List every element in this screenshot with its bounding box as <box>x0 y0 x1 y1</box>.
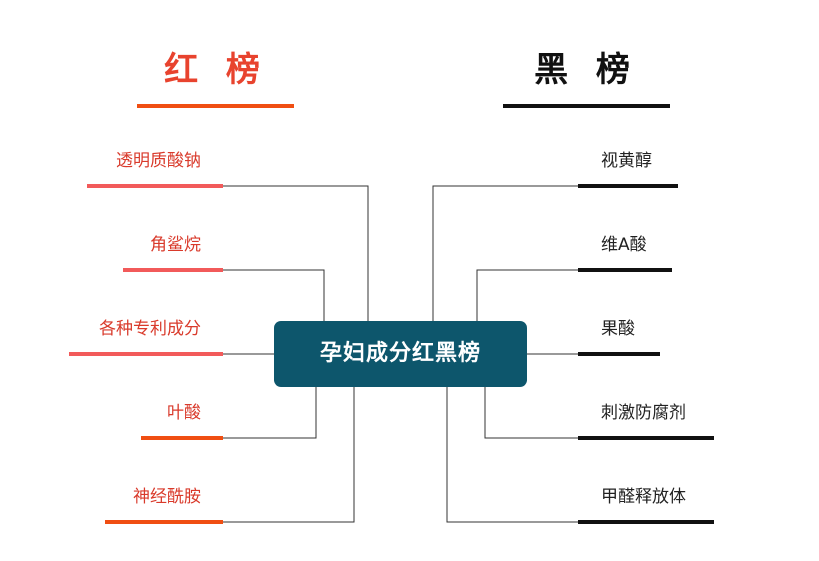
red-item-4-label: 叶酸 <box>167 403 201 423</box>
red-item-3-label: 各种专利成分 <box>99 319 201 339</box>
black-item-1-label: 视黄醇 <box>601 151 652 171</box>
connector-red-5 <box>223 387 355 523</box>
black-item-3-underline <box>578 352 660 356</box>
black-item-2-label: 维A酸 <box>601 235 647 255</box>
black-list-heading-underline <box>503 104 670 108</box>
red-item-2-label: 角鲨烷 <box>150 235 201 255</box>
black-item-5-underline <box>578 520 714 524</box>
black-item-5-label: 甲醛释放体 <box>601 487 686 507</box>
red-item-2-underline <box>123 268 223 272</box>
red-item-5-label: 神经酰胺 <box>133 487 201 507</box>
connector-black-1 <box>432 185 578 321</box>
black-item-3-label: 果酸 <box>601 319 635 339</box>
black-item-2-underline <box>578 268 672 272</box>
red-list-heading-underline <box>137 104 294 108</box>
red-item-3-underline <box>69 352 223 356</box>
black-item-4-underline <box>578 436 714 440</box>
connector-black-5 <box>446 387 578 523</box>
red-item-1-label: 透明质酸钠 <box>116 151 201 171</box>
connector-black-4 <box>484 387 578 439</box>
connector-red-1 <box>223 185 369 321</box>
red-item-1-underline <box>87 184 223 188</box>
red-item-5-underline <box>105 520 223 524</box>
center-node: 孕妇成分红黑榜 <box>274 321 527 387</box>
red-item-4-underline <box>141 436 223 440</box>
connector-black-2 <box>476 269 578 321</box>
black-list-heading: 黑 榜 <box>534 50 638 90</box>
connector-red-2 <box>223 269 325 321</box>
red-list-heading: 红 榜 <box>164 50 268 90</box>
black-item-4-label: 刺激防腐剂 <box>601 403 686 423</box>
black-item-1-underline <box>578 184 678 188</box>
connector-red-4 <box>223 387 317 439</box>
